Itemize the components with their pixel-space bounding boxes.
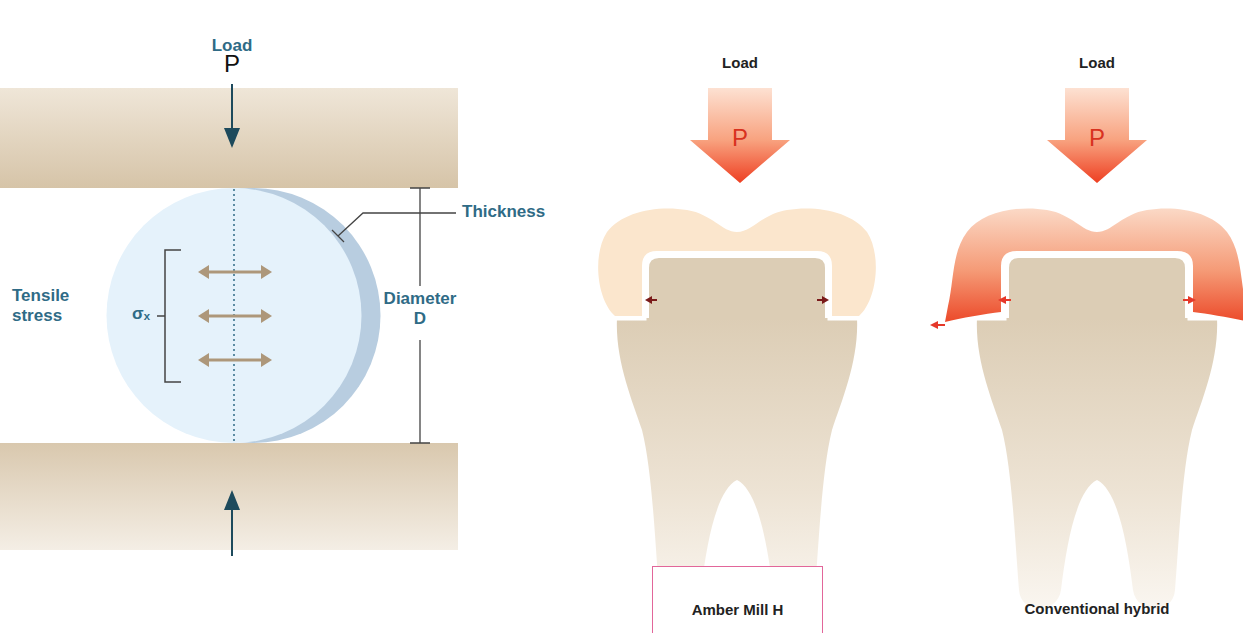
load-label: Load: [1047, 54, 1147, 71]
force-symbol: P: [690, 124, 790, 152]
material-label: Amber Mill H: [692, 601, 784, 618]
top-plate: [0, 88, 458, 188]
load-arrow: LoadP: [690, 40, 790, 185]
leader-line: [332, 213, 456, 242]
arrow-shape: [690, 88, 790, 183]
force-symbol: P: [212, 50, 252, 78]
thickness-label: Thickness: [462, 202, 572, 222]
force-symbol: P: [1047, 124, 1147, 152]
disk-specimen: [107, 188, 362, 443]
load-label: Load: [690, 54, 790, 71]
bracket: [157, 250, 181, 382]
tooth: [930, 208, 1243, 608]
load-arrow: LoadP: [1047, 40, 1147, 185]
stress-label: Tensile stress: [12, 286, 92, 325]
tooth: [598, 208, 876, 608]
arrow-shape: [1047, 88, 1147, 183]
stress-arrow: [198, 265, 272, 367]
label-box: Amber Mill H: [652, 566, 823, 633]
material-label: Conventional hybrid: [997, 600, 1197, 617]
diameter-label: Diameter D: [377, 289, 463, 328]
stress-symbol: σₓ: [132, 304, 162, 324]
bottom-plate: [0, 443, 458, 550]
